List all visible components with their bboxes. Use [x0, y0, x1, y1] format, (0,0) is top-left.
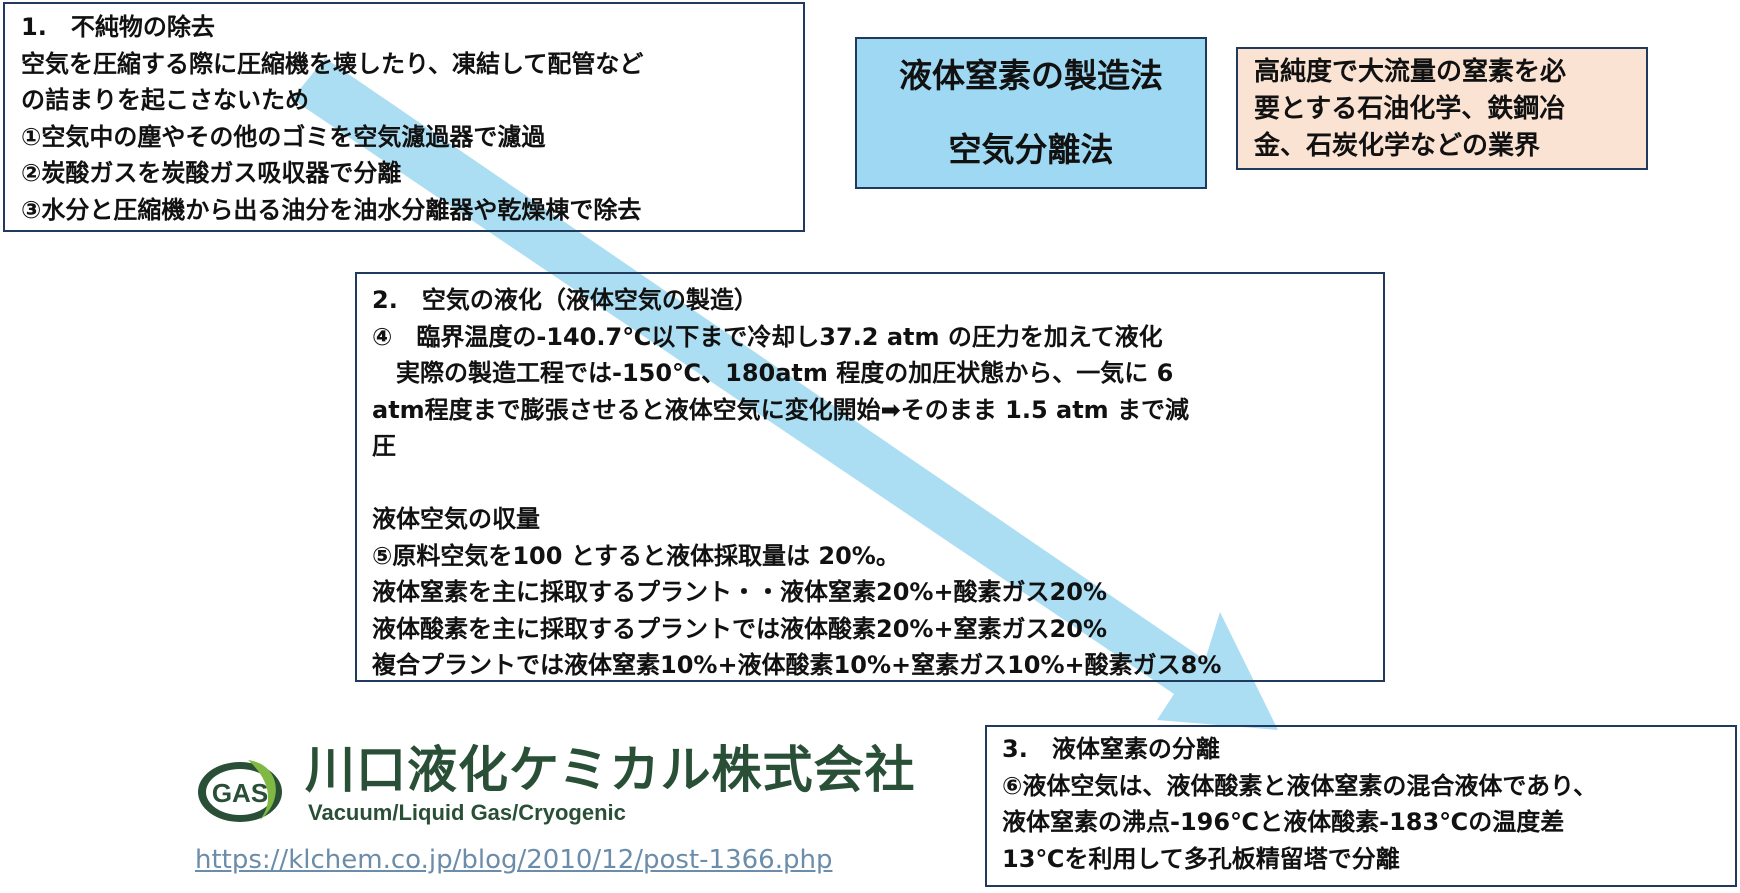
- step3-line: 13℃を利用して多孔板精留塔で分離: [1002, 844, 1400, 873]
- step1-line: ①空気中の塵やその他のゴミを空気濾過器で濾過: [21, 122, 546, 151]
- step1-line: 空気を圧縮する際に圧縮機を壊したり、凍結して配管など: [21, 49, 644, 78]
- step2-subheading: 液体空気の収量: [372, 505, 540, 533]
- industry-note-line: 金、石炭化学などの業界: [1254, 131, 1541, 161]
- step2-line: 複合プラントでは液体窒素10%+液体酸素10%+窒素ガス10%+酸素ガス8%: [372, 651, 1222, 679]
- company-logo-icon: GAS: [198, 760, 282, 822]
- step2-heading: 2. 空気の液化（液体空気の製造）: [372, 286, 758, 314]
- source-link[interactable]: https://klchem.co.jp/blog/2010/12/post-1…: [195, 845, 833, 875]
- step1-line: ②炭酸ガスを炭酸ガス吸収器で分離: [21, 159, 402, 187]
- step2-line: ④ 臨界温度の-140.7℃以下まで冷却し37.2 atm の圧力を加えて液化: [372, 322, 1163, 351]
- step2-line: 液体窒素を主に採取するプラント・・液体窒素20%+酸素ガス20%: [372, 578, 1107, 606]
- industry-note-line: 要とする石油化学、鉄鋼冶: [1254, 94, 1566, 124]
- flow-arrow-shape: [292, 58, 1278, 730]
- step2-line: 圧: [372, 432, 396, 460]
- industry-note-line: 高純度で大流量の窒素を必: [1254, 57, 1567, 87]
- step2-line: ⑤原料空気を100 とすると液体採取量は 20%。: [372, 541, 900, 570]
- company-tagline: Vacuum/Liquid Gas/Cryogenic: [308, 800, 626, 825]
- step3-line: 液体窒素の沸点-196℃と液体酸素-183℃の温度差: [1002, 808, 1565, 836]
- step1-line: ③水分と圧縮機から出る油分を油水分離器や乾燥棟で除去: [21, 195, 642, 224]
- step2-box: 2. 空気の液化（液体空気の製造） ④ 臨界温度の-140.7℃以下まで冷却し3…: [355, 272, 1385, 682]
- page-subtitle: 空気分離法: [948, 130, 1114, 169]
- logo-badge-text: GAS: [212, 778, 268, 808]
- step3-line: ⑥液体空気は、液体酸素と液体窒素の混合液体であり、: [1002, 771, 1598, 800]
- step1-heading: 1. 不純物の除去: [21, 13, 215, 41]
- company-name: 川口液化ケミカル株式会社: [305, 741, 916, 799]
- step2-line: 実際の製造工程では-150℃、180atm 程度の加圧状態から、一気に 6: [372, 359, 1174, 387]
- step3-box: 3. 液体窒素の分離 ⑥液体空気は、液体酸素と液体窒素の混合液体であり、 液体窒…: [985, 725, 1737, 887]
- step3-heading: 3. 液体窒素の分離: [1002, 735, 1220, 763]
- step2-line: 液体酸素を主に採取するプラントでは液体酸素20%+窒素ガス20%: [372, 614, 1107, 643]
- step2-blank-line: ​: [372, 465, 1368, 502]
- page-title: 液体窒素の製造法: [899, 56, 1163, 95]
- title-box: 液体窒素の製造法 空気分離法: [855, 37, 1207, 189]
- industry-note-box: 高純度で大流量の窒素を必 要とする石油化学、鉄鋼冶 金、石炭化学などの業界: [1236, 47, 1648, 170]
- step1-box: 1. 不純物の除去 空気を圧縮する際に圧縮機を壊したり、凍結して配管など の詰ま…: [3, 2, 805, 232]
- step2-line: atm程度まで膨張させると液体空気に変化開始➡そのまま 1.5 atm まで減: [372, 395, 1190, 424]
- step1-line: の詰まりを起こさないため: [21, 86, 309, 114]
